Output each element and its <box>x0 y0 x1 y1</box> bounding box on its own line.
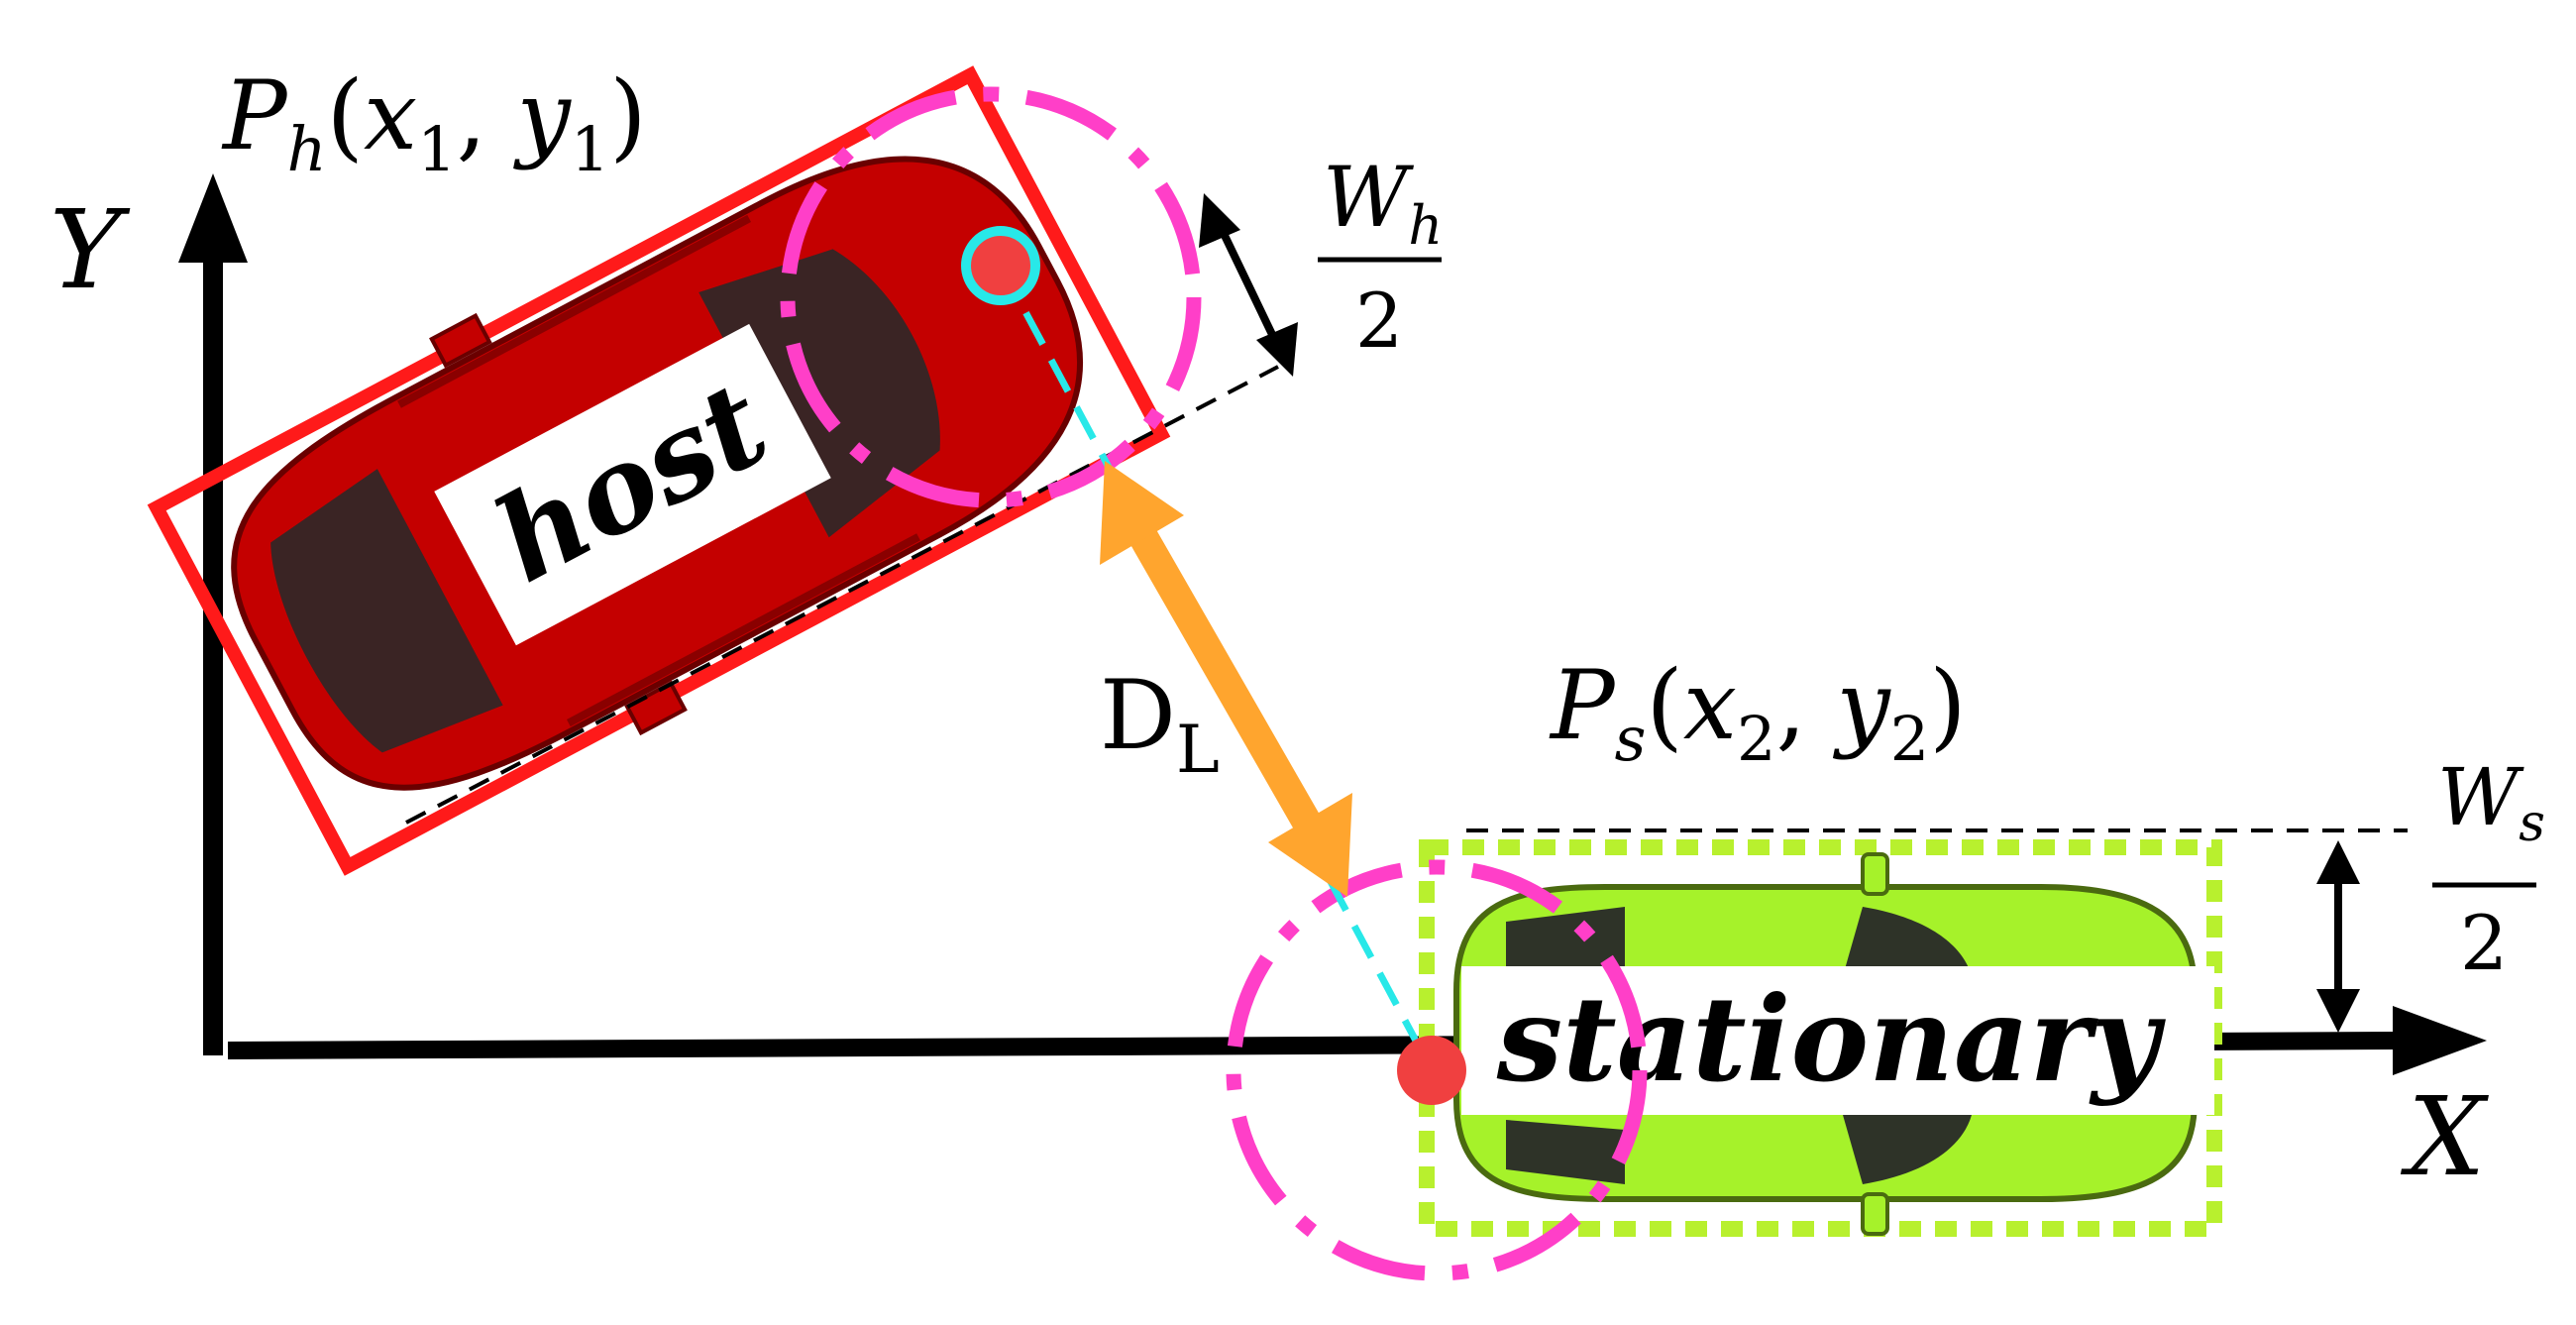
host-edge-extension <box>405 365 1279 825</box>
host-width-arrow <box>1215 221 1282 349</box>
stationary-width-arrow-head-bottom <box>2316 989 2360 1033</box>
host-width-arrow-head-bottom <box>1256 322 1298 377</box>
x-axis-label: X <box>2400 1073 2489 1200</box>
host-width-numerator: Wh <box>1323 149 1443 257</box>
distance-arrow-head-bottom <box>1268 793 1352 897</box>
stationary-width-denominator: 2 <box>2460 899 2508 987</box>
host-reference-point <box>961 226 1040 305</box>
stationary-width-arrow-head-top <box>2316 840 2360 884</box>
host-bounding-box <box>147 65 1171 876</box>
stationary-width-fraction: Ws 2 <box>2432 751 2545 987</box>
y-axis-arrowhead <box>178 173 248 263</box>
stationary-safety-circle <box>1226 859 1648 1281</box>
host-width-fraction: Wh 2 <box>1318 149 1443 365</box>
axes: Y X <box>50 173 2489 1200</box>
distance-arrow <box>1100 461 1352 897</box>
stationary-label: stationary <box>1496 970 2167 1108</box>
stationary-label-box <box>1461 966 2214 1115</box>
host-vehicle: host <box>147 65 1279 876</box>
host-point-label: Ph(x1, y1) <box>221 60 647 185</box>
y-axis-label: Y <box>50 186 131 313</box>
host-label-box <box>434 323 831 646</box>
stationary-width-numerator: Ws <box>2437 751 2545 853</box>
stationary-point-label: Ps(x2, y2) <box>1549 650 1967 775</box>
stationary-reference-point <box>1397 1036 1466 1105</box>
stationary-vehicle: stationary <box>1419 828 2408 1237</box>
distance-label: DL <box>1100 660 1220 788</box>
host-safety-circle <box>780 86 1202 508</box>
distance-arrow-head-top <box>1100 461 1184 565</box>
x-axis-arrowhead <box>2393 1006 2487 1075</box>
host-width-arrow-head-top <box>1199 193 1240 248</box>
host-width-denominator: 2 <box>1355 276 1403 365</box>
